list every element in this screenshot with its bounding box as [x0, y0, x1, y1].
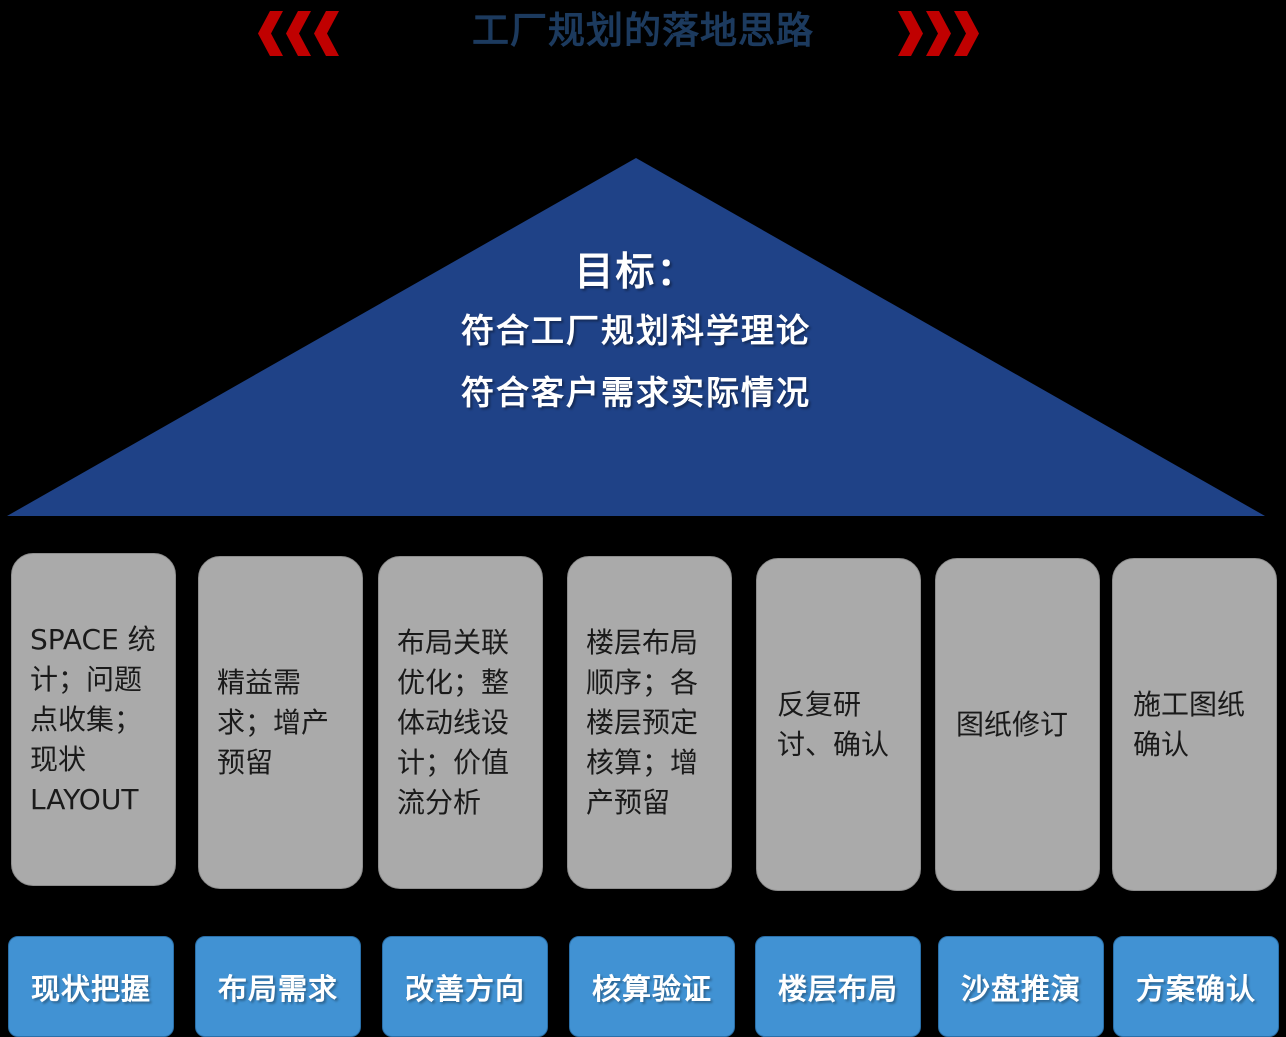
base-step-1[interactable]: 现状把握 [8, 936, 174, 1037]
base-step-6[interactable]: 沙盘推演 [938, 936, 1104, 1037]
base-step-label: 核算验证 [591, 971, 712, 1006]
base-step-label: 楼层布局 [777, 971, 898, 1006]
base-step-5[interactable]: 楼层布局 [755, 936, 921, 1037]
goal-line-1: 符合工厂规划科学理论 [461, 311, 811, 350]
pillar-text: 布局关联优化；整体动线设计；价值流分析 [397, 625, 510, 819]
header-bar: 工厂规划的落地思路 [0, 0, 1286, 70]
base-step-label: 布局需求 [217, 971, 338, 1006]
pillar-text: SPACE 统计；问题点收集；现状LAYOUT [30, 622, 156, 816]
base-step-label: 方案确认 [1135, 971, 1256, 1006]
pillar-3[interactable]: 布局关联优化；整体动线设计；价值流分析 [378, 556, 543, 889]
pillar-text: 精益需求；增产预留 [217, 665, 330, 779]
chevron-right-icon [954, 11, 979, 56]
pillar-text: 反复研讨、确认 [777, 687, 890, 761]
pillar-4[interactable]: 楼层布局顺序；各楼层预定核算；增产预留 [567, 556, 732, 889]
roof-triangle: 目标： 符合工厂规划科学理论 符合客户需求实际情况 [7, 158, 1265, 516]
pillar-1[interactable]: SPACE 统计；问题点收集；现状LAYOUT [11, 553, 176, 886]
pillar-2[interactable]: 精益需求；增产预留 [198, 556, 363, 889]
pillar-row: SPACE 统计；问题点收集；现状LAYOUT 精益需求；增产预留 布局关联优化… [0, 553, 1286, 891]
pillar-5[interactable]: 反复研讨、确认 [756, 558, 921, 891]
pillar-7[interactable]: 施工图纸确认 [1112, 558, 1277, 891]
pillar-text: 施工图纸确认 [1133, 687, 1246, 761]
base-row: 现状把握 布局需求 改善方向 核算验证 楼层布局 沙盘推演 方案确认 [0, 936, 1286, 1037]
base-step-label: 现状把握 [30, 971, 151, 1006]
chevron-right-icon [898, 11, 923, 56]
roof-text-block: 目标： 符合工厂规划科学理论 符合客户需求实际情况 [7, 246, 1265, 424]
base-step-2[interactable]: 布局需求 [195, 936, 361, 1037]
pillar-text: 图纸修订 [956, 707, 1069, 741]
goal-line-2: 符合客户需求实际情况 [461, 373, 811, 412]
base-step-label: 沙盘推演 [960, 971, 1081, 1006]
base-step-4[interactable]: 核算验证 [569, 936, 735, 1037]
page-title: 工厂规划的落地思路 [472, 9, 814, 52]
base-step-7[interactable]: 方案确认 [1113, 936, 1279, 1037]
chevron-right-icon [926, 11, 951, 56]
base-step-3[interactable]: 改善方向 [382, 936, 548, 1037]
base-step-label: 改善方向 [404, 971, 525, 1006]
chevron-group-left [258, 11, 339, 56]
goal-title: 目标： [574, 250, 698, 295]
pillar-6[interactable]: 图纸修订 [935, 558, 1100, 891]
chevron-group-right [898, 11, 979, 56]
pillar-text: 楼层布局顺序；各楼层预定核算；增产预留 [586, 625, 699, 819]
